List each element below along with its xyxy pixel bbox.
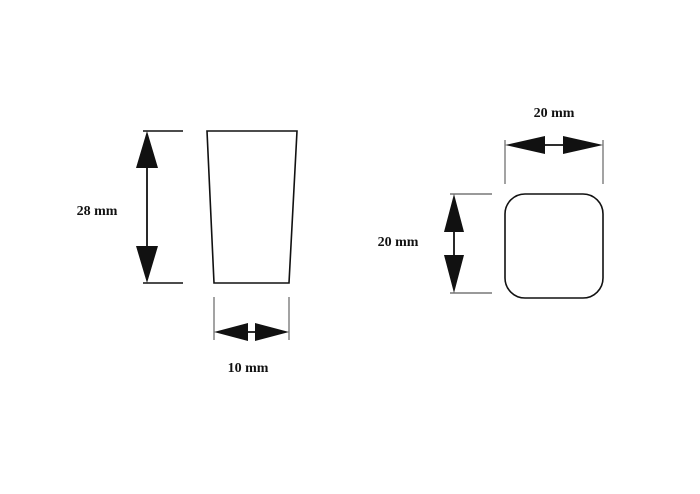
front-view: 28 mm 10 mm <box>77 130 298 376</box>
arrowhead-down <box>136 246 158 283</box>
arrowhead-up <box>136 131 158 168</box>
top-width-dimension: 20 mm <box>504 106 604 184</box>
arrowhead-right <box>255 323 289 341</box>
bottom-width-label: 10 mm <box>228 361 269 376</box>
top-view-outline <box>504 193 604 299</box>
height-label: 28 mm <box>77 204 118 219</box>
arrowhead-left <box>505 136 545 154</box>
height-dimension: 28 mm <box>77 130 183 284</box>
arrowhead-down <box>444 255 464 293</box>
arrowhead-right <box>563 136 603 154</box>
arrowhead-up <box>444 194 464 232</box>
top-height-dimension: 20 mm <box>378 193 492 294</box>
bottom-width-dimension: 10 mm <box>213 297 290 376</box>
top-view: 20 mm 20 mm <box>378 106 604 299</box>
front-view-outline <box>206 130 298 284</box>
top-height-label: 20 mm <box>378 235 419 250</box>
arrowhead-left <box>214 323 248 341</box>
top-width-label: 20 mm <box>534 106 575 121</box>
